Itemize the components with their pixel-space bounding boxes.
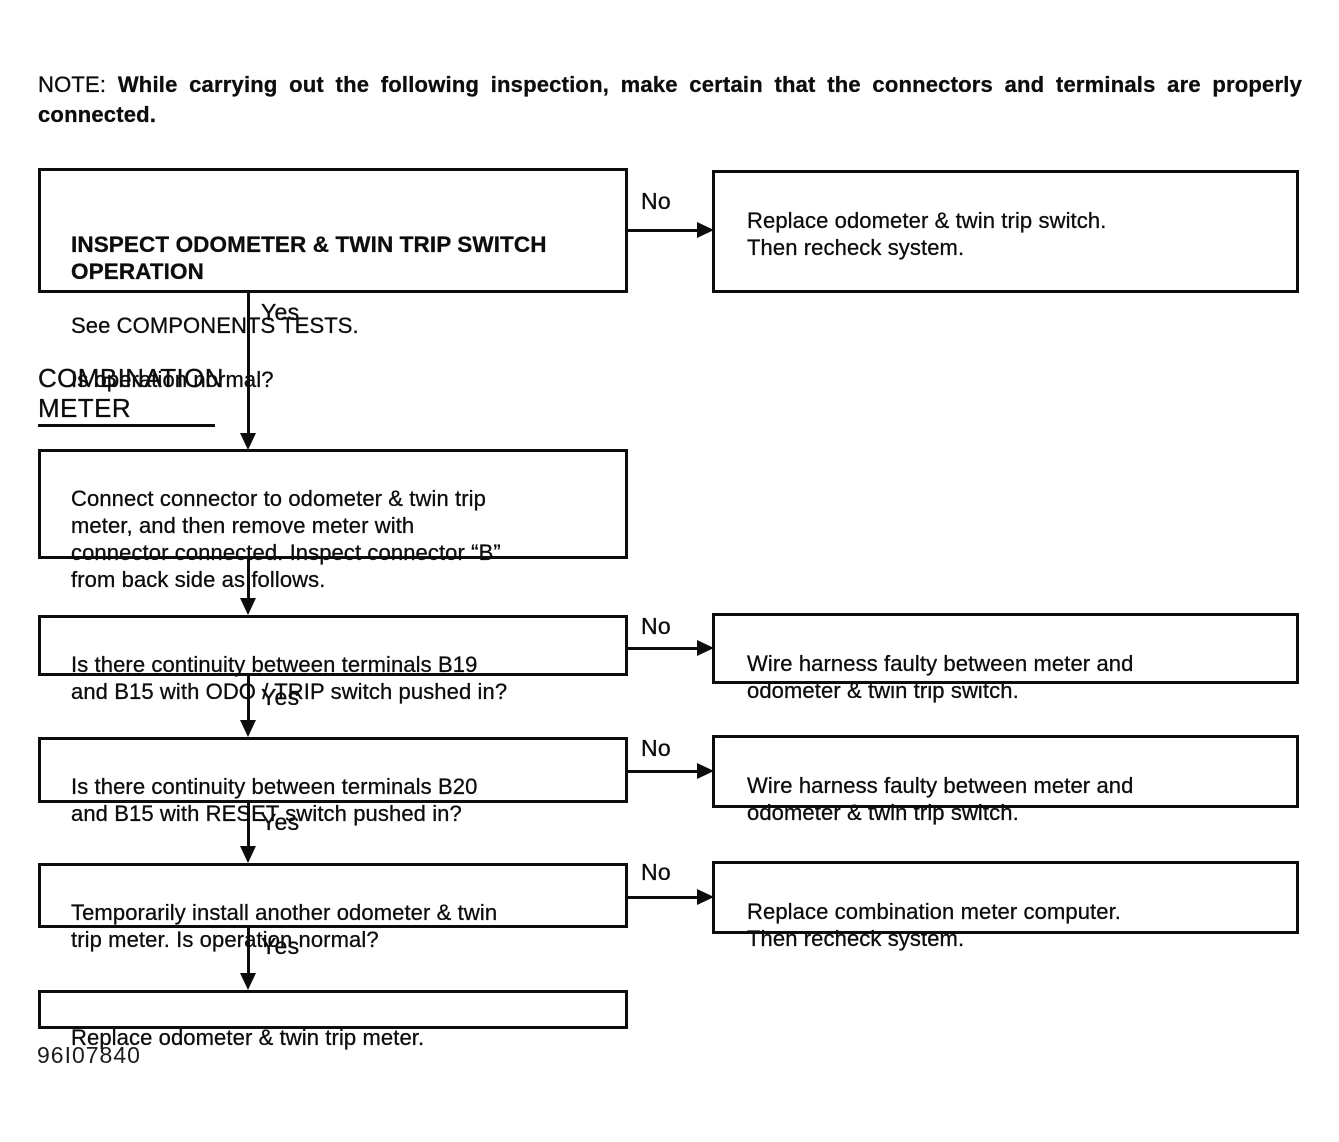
connect-connector-box: Connect connector to odometer & twin tri…: [38, 449, 628, 592]
no-arrow-1-head: [697, 222, 714, 238]
b19-continuity-box: Is there continuity between terminals B1…: [38, 615, 628, 704]
wire-harness-faulty-box-1: Wire harness faulty between meter and od…: [712, 613, 1299, 703]
b20-continuity-text: Is there continuity between terminals B2…: [71, 774, 478, 826]
wire-harness-faulty-box-2: Wire harness faulty between meter and od…: [712, 735, 1299, 825]
replace-odometer-meter-text: Replace odometer & twin trip meter.: [71, 1025, 425, 1050]
connect-connector-text: Connect connector to odometer & twin tri…: [71, 486, 501, 592]
yes-label-2: Yes: [261, 684, 300, 710]
yes-label-3: Yes: [261, 809, 300, 835]
combination-meter-label: COMBINATION METER: [38, 363, 224, 423]
wire-harness-faulty-text-2: Wire harness faulty between meter and od…: [747, 773, 1134, 825]
no-arrow-4-head: [697, 889, 714, 905]
yes-label-4: Yes: [261, 933, 300, 959]
no-label-3: No: [641, 735, 672, 761]
combination-meter-underline: [38, 424, 215, 427]
yes-arrow-3-head: [240, 846, 256, 863]
inspect-odometer-switch-title: INSPECT ODOMETER & TWIN TRIP SWITCH OPER…: [71, 232, 547, 284]
no-label-4: No: [641, 859, 672, 885]
no-arrow-3-line: [628, 770, 698, 773]
no-arrow-1-line: [628, 229, 698, 232]
wire-harness-faulty-text-1: Wire harness faulty between meter and od…: [747, 651, 1134, 703]
yes-arrow-2-line: [247, 676, 250, 720]
replace-odometer-switch-box: Replace odometer & twin trip switch. The…: [712, 170, 1299, 293]
no-arrow-4-line: [628, 896, 698, 899]
inspect-odometer-switch-box: INSPECT ODOMETER & TWIN TRIP SWITCH OPER…: [38, 168, 628, 392]
is-operation-normal-line: Is operation normal?: [71, 367, 274, 392]
no-arrow-3-head: [697, 763, 714, 779]
no-arrow-2-line: [628, 647, 698, 650]
no-arrow-2-head: [697, 640, 714, 656]
note-text: While carrying out the following inspect…: [38, 72, 1302, 127]
b19-continuity-text: Is there continuity between terminals B1…: [71, 652, 508, 704]
figure-id: 96I07840: [37, 1042, 141, 1068]
note: NOTE: While carrying out the following i…: [38, 70, 1302, 130]
no-label-1: No: [641, 188, 672, 214]
b20-continuity-box: Is there continuity between terminals B2…: [38, 737, 628, 826]
connector-arrow-2-line: [247, 559, 250, 598]
no-label-2: No: [641, 613, 672, 639]
connector-arrow-2-head: [240, 598, 256, 615]
replace-combination-meter-computer-text: Replace combination meter computer. Then…: [747, 899, 1122, 951]
yes-arrow-1-head: [240, 433, 256, 450]
yes-arrow-4-line: [247, 928, 250, 973]
see-components-tests-line: See COMPONENTS TESTS.: [71, 313, 359, 338]
yes-arrow-3-line: [247, 803, 250, 846]
replace-odometer-meter-box: Replace odometer & twin trip meter.: [38, 990, 628, 1050]
note-label: NOTE:: [38, 72, 107, 97]
yes-arrow-2-head: [240, 720, 256, 737]
yes-arrow-4-head: [240, 973, 256, 990]
install-another-meter-box: Temporarily install another odometer & t…: [38, 863, 628, 952]
yes-label-1: Yes: [261, 299, 300, 325]
install-another-meter-text: Temporarily install another odometer & t…: [71, 900, 498, 952]
replace-odometer-switch-text: Replace odometer & twin trip switch. The…: [747, 208, 1107, 260]
yes-arrow-1-line: [247, 293, 250, 433]
replace-combination-meter-computer-box: Replace combination meter computer. Then…: [712, 861, 1299, 951]
